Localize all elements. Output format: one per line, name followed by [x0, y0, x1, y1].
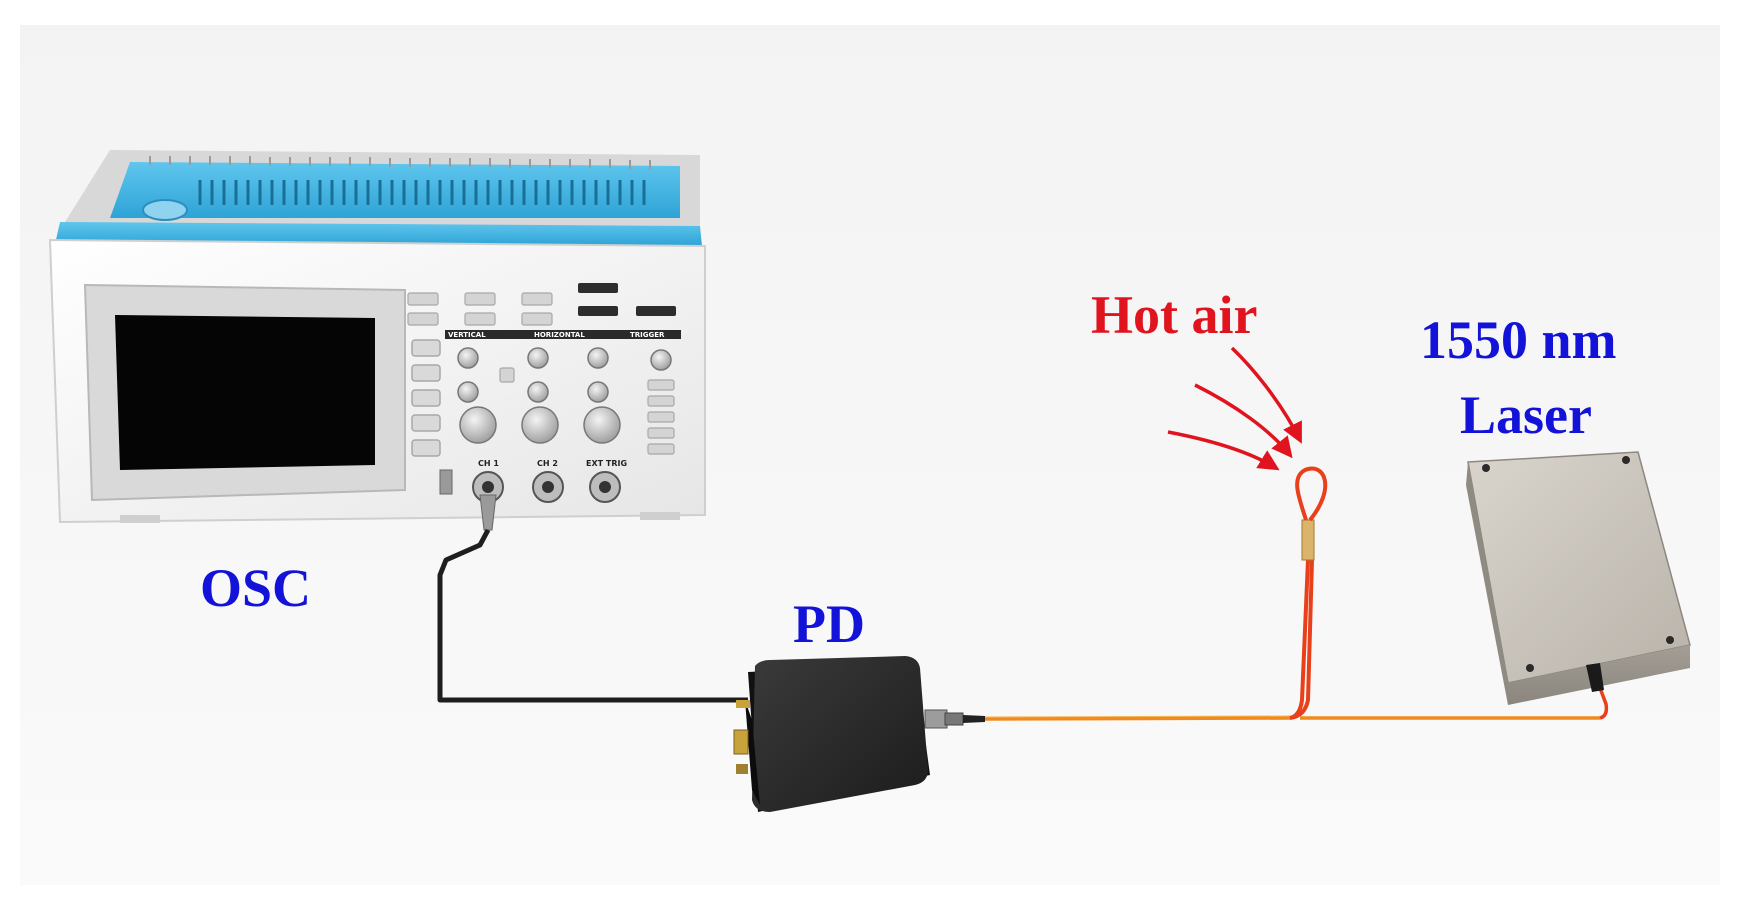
curved-arrow-icon [1167, 430, 1280, 471]
osc-vertical-label: VERTICAL [448, 331, 486, 339]
laser-module [1466, 451, 1691, 705]
oscilloscope-screen [115, 315, 375, 470]
laser-label: Laser [1460, 385, 1592, 445]
hot-air-label: Hot air [1091, 285, 1258, 345]
osc-ch2-label: CH 2 [537, 459, 558, 468]
osc-ch1-label: CH 1 [478, 459, 499, 468]
laser-wavelength-label: 1550 nm [1420, 310, 1617, 370]
photodetector [733, 656, 985, 812]
curved-arrow-icon [1194, 383, 1293, 459]
osc-label: OSC [200, 558, 312, 618]
coax-cable [437, 528, 748, 703]
curved-arrow-icon [1230, 346, 1302, 444]
pd-label: PD [793, 594, 865, 654]
fiber-loop-icon [1295, 466, 1328, 522]
osc-ext-trig-label: EXT TRIG [586, 459, 627, 468]
heat-arrows [1167, 346, 1302, 471]
oscilloscope [48, 150, 706, 531]
osc-trigger-label: TRIGGER [630, 331, 665, 339]
osc-horizontal-label: HORIZONTAL [534, 331, 585, 339]
